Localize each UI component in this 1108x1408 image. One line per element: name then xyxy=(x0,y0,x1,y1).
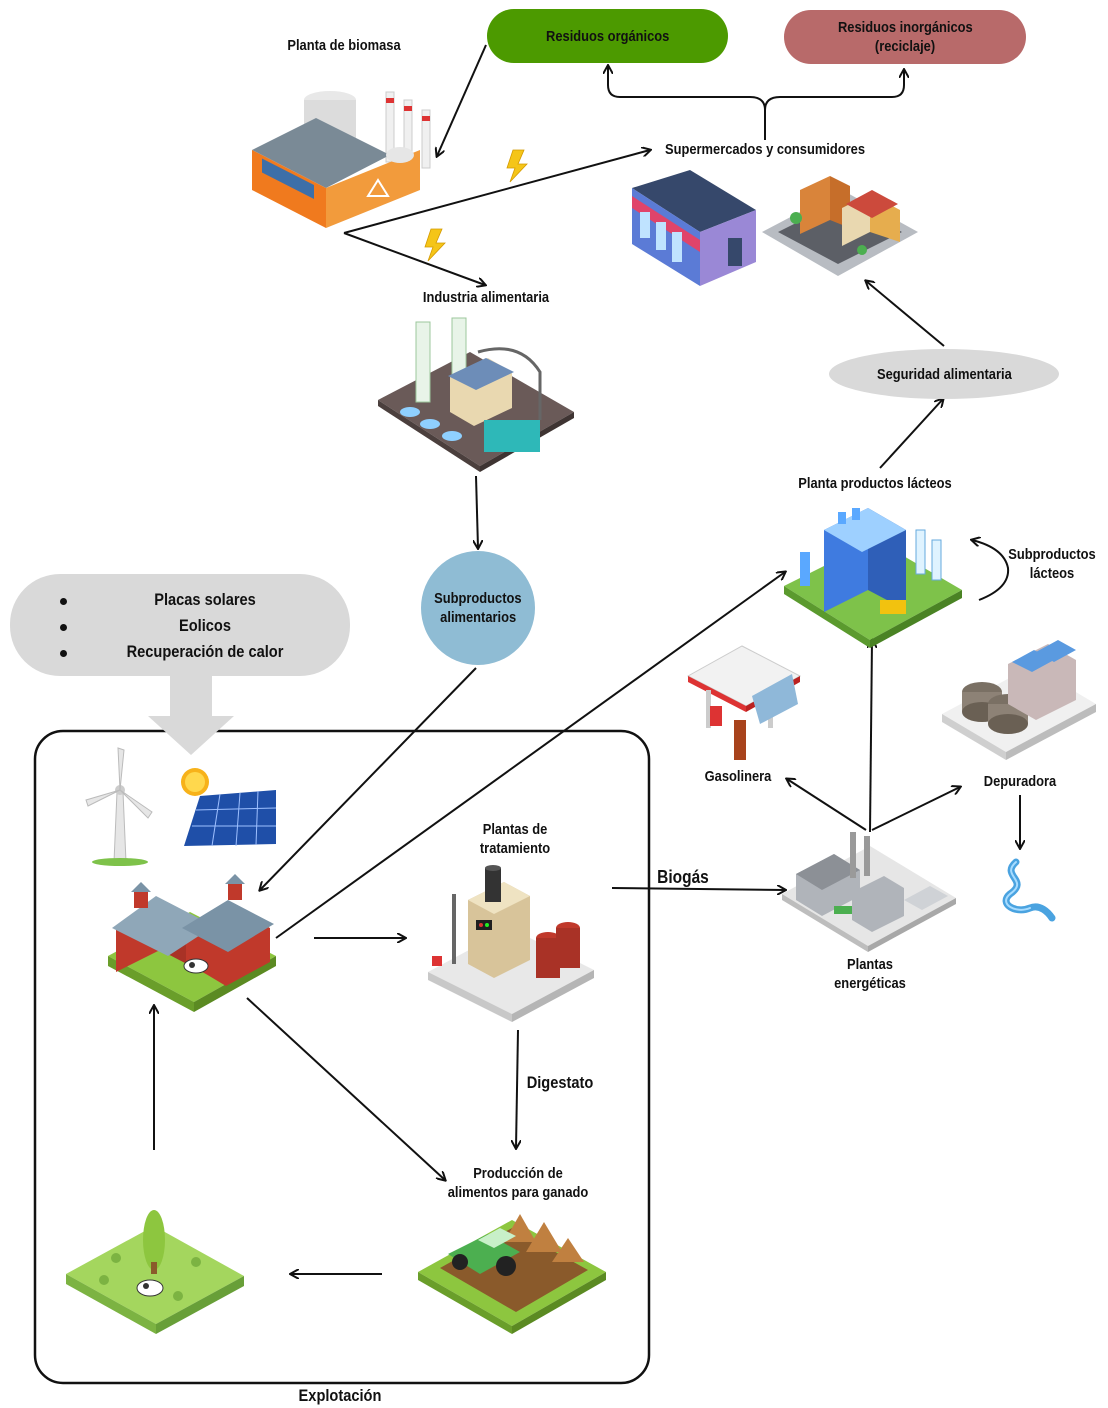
arrow-energy-to-depuradora xyxy=(871,787,960,831)
digestate-label: Digestato xyxy=(526,1073,594,1092)
supermarkets-label: Supermercados y consumidores xyxy=(664,141,866,158)
pasture-cow-icon xyxy=(66,1210,244,1334)
arrow-energy-to-dairy xyxy=(870,640,872,833)
arrow-security-to-consumers xyxy=(866,281,945,347)
wastewater-plant-icon xyxy=(942,640,1096,760)
arrow-barn-to-dairy xyxy=(275,572,785,939)
organic-waste-label: Residuos orgánicos xyxy=(545,27,670,45)
treatment-plant-icon xyxy=(428,865,594,1022)
tractor-field-icon xyxy=(418,1214,606,1334)
lightning-icon xyxy=(506,149,528,183)
arrow-treatment-to-feed xyxy=(516,1029,518,1148)
arrow-dairy-byproducts-loop xyxy=(972,540,1010,601)
arrow-biomass-to-supermarkets xyxy=(343,150,650,234)
arrows xyxy=(154,44,1020,1274)
bullet-icon xyxy=(60,650,67,657)
gas-station-icon xyxy=(686,645,802,760)
renewables-item: Eolicos xyxy=(10,616,350,642)
city-block-icon xyxy=(762,176,918,276)
farm-boundary-label: Explotación xyxy=(298,1386,382,1405)
organic-waste-node: Residuos orgánicos xyxy=(487,9,728,63)
inorganic-waste-label-line2: (reciclaje) xyxy=(874,38,936,55)
arrow-barn-to-feed xyxy=(246,997,445,1180)
lightning-icon xyxy=(424,228,446,262)
biogas-label: Biogás xyxy=(657,867,709,887)
arrow-energy-to-gasstation xyxy=(787,779,867,831)
power-plant-icon xyxy=(782,832,956,952)
bullet-icon xyxy=(60,624,67,631)
renewables-list: Placas solares Eolicos Recuperación de c… xyxy=(10,590,350,668)
inorganic-waste-label-line1: Residuos inorgánicos xyxy=(837,19,973,36)
food-security-label: Seguridad alimentaria xyxy=(876,365,1012,383)
renewables-item: Placas solares xyxy=(10,590,350,616)
arrow-byproducts-to-barn xyxy=(260,667,477,890)
renewables-item: Recuperación de calor xyxy=(10,642,350,668)
food-factory-icon xyxy=(378,317,574,472)
water-stream-icon xyxy=(1002,858,1056,922)
renewables-down-arrow xyxy=(148,676,234,755)
dairy-plant-label: Planta productos lácteos xyxy=(798,475,952,492)
barn-icon xyxy=(108,874,276,1012)
food-byproducts-node xyxy=(421,551,535,665)
arrow-food-industry-to-byproducts xyxy=(476,475,478,548)
energy-plants-label: Plantas energéticas xyxy=(834,956,906,992)
dairy-byproducts-label: Subproductos lácteos xyxy=(1008,546,1096,582)
food-security-node: Seguridad alimentaria xyxy=(829,349,1059,399)
biomass-plant-label: Planta de biomasa xyxy=(287,37,401,54)
treatment-plants-label: Plantas de tratamiento xyxy=(479,821,551,857)
arrow-treatment-to-energy xyxy=(611,888,785,890)
wind-turbine-icon xyxy=(85,747,153,866)
food-industry-label: Industria alimentaria xyxy=(422,289,550,306)
food-byproducts-label: Subproductos alimentarios xyxy=(434,590,522,626)
arrow-dairy-to-security xyxy=(879,399,943,469)
arrow-consumers-to-waste xyxy=(608,66,766,140)
arrow-organic-to-biomass xyxy=(437,44,487,156)
solar-panel-icon xyxy=(181,768,277,847)
inorganic-waste-node: Residuos inorgánicos (reciclaje) xyxy=(784,10,1026,64)
dairy-plant-icon xyxy=(784,508,962,648)
bullet-icon xyxy=(60,598,67,605)
depuradora-label: Depuradora xyxy=(983,773,1057,790)
gas-station-label: Gasolinera xyxy=(704,768,772,785)
farm-boundary-box xyxy=(33,729,651,1385)
arrow-consumers-to-inorganic xyxy=(764,70,904,111)
arrow-biomass-to-food-industry xyxy=(343,232,485,285)
feed-production-label: Producción de alimentos para ganado xyxy=(447,1165,589,1201)
renewables-panel: Placas solares Eolicos Recuperación de c… xyxy=(10,574,350,676)
store-icon xyxy=(632,170,756,286)
factory-icon xyxy=(252,91,431,228)
